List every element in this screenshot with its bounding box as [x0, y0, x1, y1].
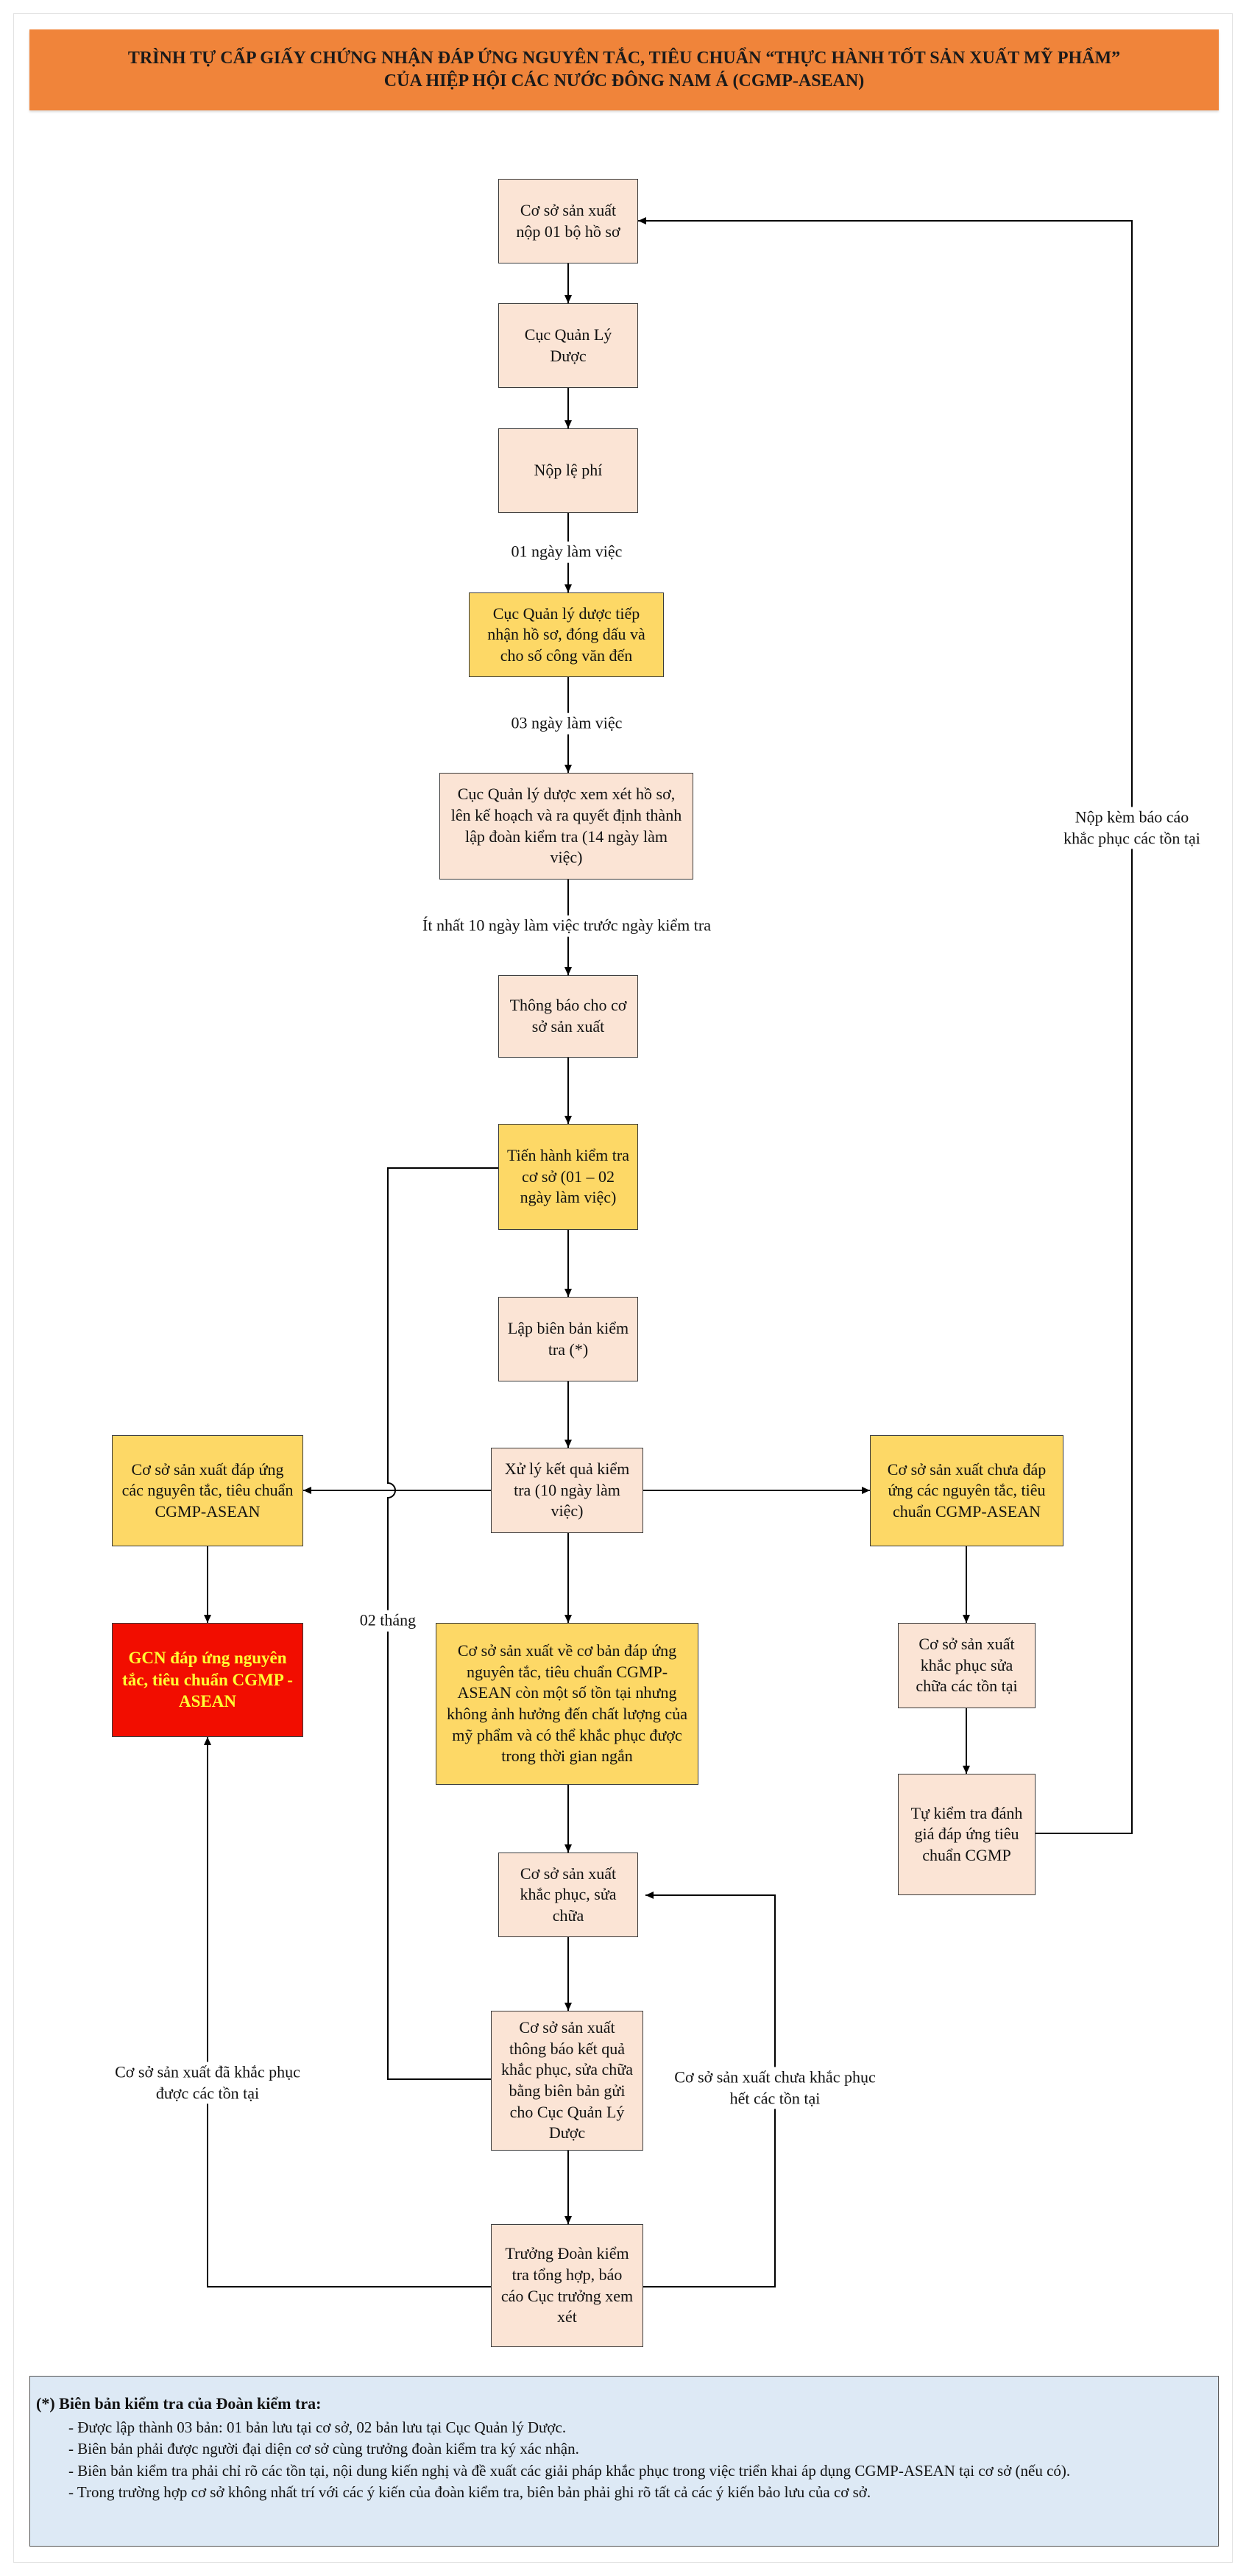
node-self-assess: Tự kiểm tra đánh giá đáp ứng tiêu chuẩn …: [898, 1774, 1036, 1895]
arrow-resubmit-loop: [638, 217, 1133, 1834]
footnote-item: Biên bản kiểm tra phải chỉ rõ các tồn tạ…: [68, 2460, 1209, 2482]
footnote-item: Trong trường hợp cơ sở không nhất trí vớ…: [68, 2482, 1209, 2503]
node-process-results: Xử lý kết quả kiểm tra (10 ngày làm việc…: [491, 1448, 643, 1533]
node-certificate: GCN đáp ứng nguyên tắc, tiêu chuẩn CGMP …: [112, 1623, 303, 1737]
node-receive-dossier: Cục Quản lý dược tiếp nhận hồ sơ, đóng d…: [469, 592, 664, 677]
node-pay-fee: Nộp lệ phí: [498, 428, 638, 513]
label-resubmit: Nộp kèm báo cáo khắc phục các tồn tại: [1061, 807, 1203, 849]
label-ten-days: Ít nhất 10 ngày làm việc trước ngày kiểm…: [420, 915, 713, 937]
label-fixed-line-1: Cơ sở sản xuất đã khắc phục: [115, 2062, 300, 2081]
footnote-list: Được lập thành 03 bản: 01 bản lưu tại cơ…: [36, 2417, 1209, 2504]
label-fixed: Cơ sở sản xuất đã khắc phục được các tồn…: [113, 2062, 302, 2104]
node-meets-standard: Cơ sở sản xuất đáp ứng các nguyên tắc, t…: [112, 1435, 303, 1546]
title-line-2: CỦA HIỆP HỘI CÁC NƯỚC ĐÔNG NAM Á (CGMP-A…: [383, 71, 865, 91]
node-notify: Thông báo cho cơ sở sản xuất: [498, 975, 638, 1058]
footnote-panel: (*) Biên bản kiểm tra của Đoàn kiểm tra:…: [29, 2376, 1219, 2547]
node-inspect: Tiến hành kiểm tra cơ sở (01 – 02 ngày l…: [498, 1124, 638, 1230]
footnote-title: (*) Biên bản kiểm tra của Đoàn kiểm tra:: [36, 2394, 322, 2413]
label-not-fixed: Cơ sở sản xuất chưa khắc phục hết các tồ…: [672, 2067, 878, 2109]
page-title: TRÌNH TỰ CẤP GIẤY CHỨNG NHẬN ĐÁP ỨNG NGU…: [29, 29, 1219, 110]
node-review-dossier: Cục Quản lý dược xem xét hồ sơ, lên kế h…: [439, 773, 693, 880]
label-fixed-line-2: được các tồn tại: [155, 2084, 260, 2102]
label-resubmit-line-1: Nộp kèm báo cáo: [1075, 807, 1189, 827]
node-basic-meet: Cơ sở sản xuất về cơ bản đáp ứng nguyên …: [436, 1623, 698, 1785]
title-line-1: TRÌNH TỰ CẤP GIẤY CHỨNG NHẬN ĐÁP ỨNG NGU…: [127, 48, 1121, 68]
label-two-months: 02 tháng: [357, 1610, 419, 1632]
label-not-fixed-line-2: hết các tồn tại: [729, 2089, 821, 2107]
node-fix-issues-center: Cơ sở sản xuất khắc phục, sửa chữa: [498, 1853, 638, 1937]
label-not-fixed-line-1: Cơ sở sản xuất chưa khắc phục: [674, 2067, 876, 2087]
node-dav: Cục Quản Lý Dược: [498, 303, 638, 388]
node-submit-dossier: Cơ sở sản xuất nộp 01 bộ hồ sơ: [498, 179, 638, 263]
node-not-meet-standard: Cơ sở sản xuất chưa đáp ứng các nguyên t…: [870, 1435, 1063, 1546]
label-resubmit-line-2: khắc phục các tồn tại: [1063, 829, 1200, 847]
node-fix-issues-right: Cơ sở sản xuất khắc phục sửa chữa các tồ…: [898, 1623, 1036, 1708]
page-frame: [13, 13, 1233, 2563]
node-lead-report: Trưởng Đoàn kiểm tra tổng hợp, báo cáo C…: [491, 2224, 643, 2347]
node-minutes: Lập biên bản kiểm tra (*): [498, 1297, 638, 1381]
label-one-day: 01 ngày làm việc: [509, 541, 625, 563]
footnote-item: Biên bản phải được người đại diện cơ sở …: [68, 2438, 1209, 2460]
node-report-fix: Cơ sở sản xuất thông báo kết quả khắc ph…: [491, 2011, 643, 2151]
footnote-item: Được lập thành 03 bản: 01 bản lưu tại cơ…: [68, 2417, 1209, 2438]
line-two-month-loop: [387, 1167, 498, 2080]
arrow-fixed-to-cert: [204, 1737, 491, 2287]
label-three-days: 03 ngày làm việc: [509, 712, 625, 735]
